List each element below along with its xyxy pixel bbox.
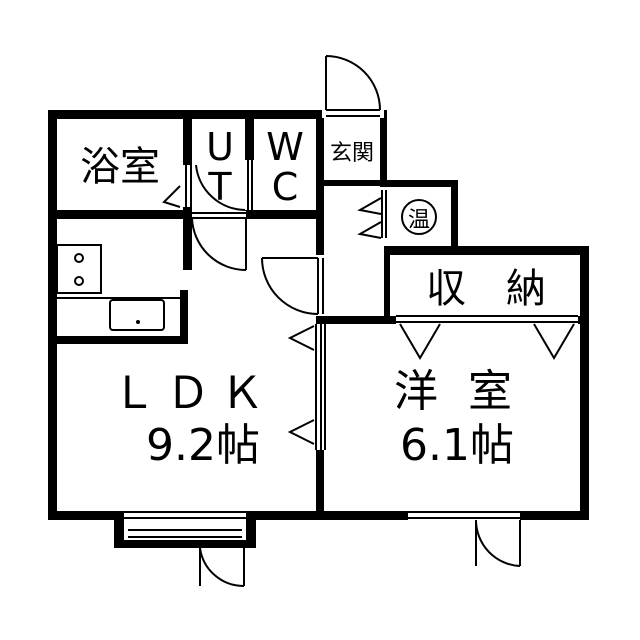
wall-top-storage (384, 246, 589, 255)
stove-burner-icon (74, 253, 84, 263)
storage-doors (396, 313, 578, 360)
wc-label-w: W (266, 125, 304, 169)
wc-label-c: C (272, 165, 299, 209)
ut-label-t: T (207, 165, 232, 209)
ldk-door (261, 257, 326, 315)
wall-wc-entrance (316, 110, 324, 215)
wall-entrance-right (380, 110, 387, 184)
wc-door (245, 160, 255, 210)
ldk-balcony-door (114, 509, 256, 588)
wall-storage-left (384, 246, 390, 322)
wall-ldk-hall (316, 210, 324, 255)
stove-burner-icon (74, 276, 84, 286)
front-door (322, 55, 384, 118)
western-window (408, 509, 521, 567)
ut-door (191, 164, 247, 271)
sink-icon (109, 299, 165, 331)
entrance-label: 玄関 (330, 141, 374, 166)
sliding-door (287, 324, 327, 450)
wall-right (580, 246, 589, 520)
western-name-label: 洋 室 (394, 366, 520, 417)
ldk-size-label: 9.2帖 (146, 420, 260, 471)
wall-kitchen-bottom (48, 336, 188, 344)
ldk-name-label: ＬＤＫ (112, 368, 274, 419)
wall-left (48, 110, 57, 520)
wall-entrance-bottom (324, 180, 384, 186)
bath-label: 浴室 (80, 144, 160, 190)
western-size-label: 6.1帖 (400, 420, 514, 471)
room-labels: 浴室 U T W C 玄関 温 収 納 ＬＤＫ 9.2帖 洋 室 6.1帖 (80, 125, 546, 471)
water-heater-icon (401, 199, 437, 235)
doors (114, 55, 578, 588)
wall-heater-top (380, 180, 458, 187)
wall-kitchen-right (180, 290, 188, 344)
storage-label: 収 納 (426, 266, 546, 312)
ut-label-u: U (206, 125, 234, 169)
bath-door (162, 165, 194, 208)
wall-heater-right (451, 180, 458, 250)
water-heater-label: 温 (408, 208, 430, 233)
kitchen (56, 244, 180, 331)
entrance-closet-door (357, 190, 390, 239)
